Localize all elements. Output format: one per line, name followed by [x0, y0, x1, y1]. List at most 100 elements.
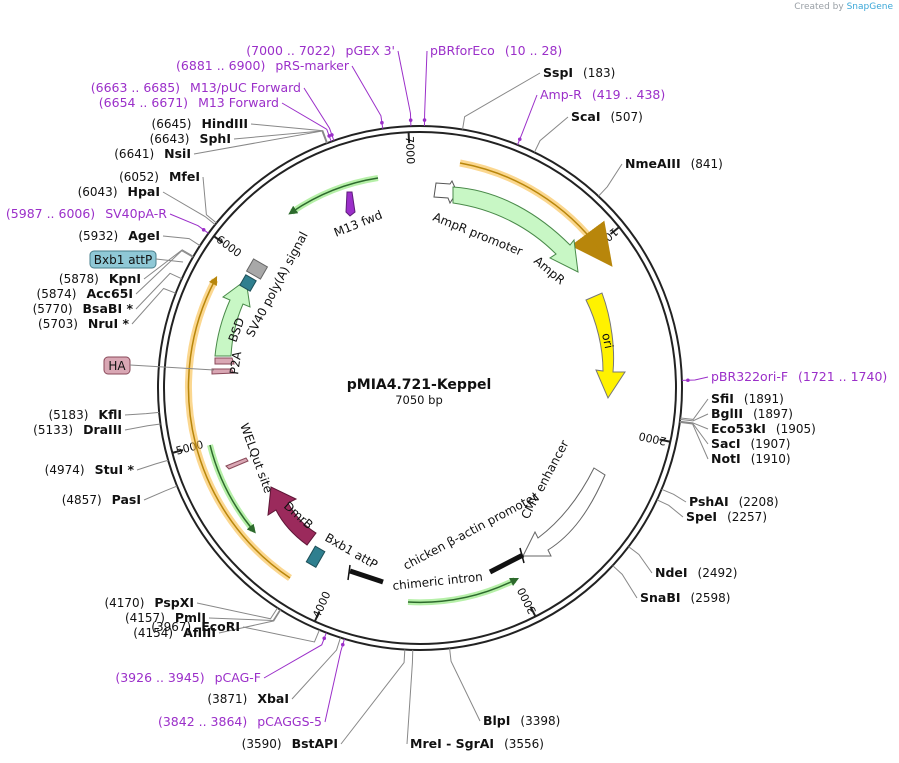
restriction-site-label[interactable]: SpeI(2257) — [686, 509, 767, 524]
leader-line — [291, 637, 341, 700]
primer-label[interactable]: (3842 .. 3864)pCAGGS-5 — [158, 714, 322, 729]
restriction-site-label[interactable]: (6641)NsiI — [114, 146, 191, 161]
primer-label[interactable]: (3926 .. 3945)pCAG-F — [115, 670, 261, 685]
leader-line — [131, 287, 176, 325]
restriction-site-label[interactable]: NdeI(2492) — [655, 565, 737, 580]
primer-label[interactable]: pBRforEco(10 .. 28) — [430, 43, 562, 58]
label-bxb1-attp-inner: Bxb1 attP — [323, 530, 381, 571]
restriction-site-label[interactable]: (5770)BsaBI * — [33, 301, 134, 316]
restriction-site-label[interactable]: (6643)SphI — [150, 131, 231, 146]
label-ori: ori — [599, 332, 616, 350]
leader-line — [162, 191, 216, 226]
leader-line — [462, 72, 541, 130]
feature-ori-arrow — [585, 292, 626, 400]
leader-line — [680, 398, 709, 420]
leader-line — [449, 648, 481, 722]
restriction-site-label[interactable]: MreI - SgrAI(3556) — [410, 736, 544, 751]
restriction-site-label[interactable]: (5874)Acc65I — [37, 286, 133, 301]
restriction-site-label[interactable]: ScaI(507) — [571, 109, 643, 124]
restriction-site-label[interactable]: (6043)HpaI — [78, 184, 160, 199]
leader-line — [533, 116, 569, 153]
tick-mark — [529, 606, 537, 617]
restriction-site-label[interactable]: (5703)NruI * — [38, 316, 129, 331]
restriction-site-label[interactable]: SnaBI(2598) — [640, 590, 730, 605]
restriction-site-label[interactable]: (3871)XbaI — [207, 691, 289, 706]
restriction-site-label[interactable]: (3967)EcoRI — [151, 619, 240, 634]
feature-promoter-cap — [519, 547, 525, 564]
leader-ha — [129, 364, 215, 371]
boxed-feature-ha: HA — [103, 356, 131, 375]
orf-arc-dmrb-bsd-line — [187, 276, 291, 579]
leader-line — [202, 176, 217, 224]
feature-intron-cap — [347, 564, 351, 581]
primer-label[interactable]: (7000 .. 7022)pGEX 3' — [246, 43, 395, 58]
primer-label[interactable]: pBR322ori-F(1721 .. 1740) — [711, 369, 887, 384]
leader-line — [196, 602, 278, 620]
primer-label[interactable]: (6654 .. 6671)M13 Forward — [99, 95, 279, 110]
leader-line — [303, 87, 335, 141]
label-chimeric-intron: chimeric intron — [392, 570, 484, 593]
primer-label[interactable]: (6663 .. 6685)M13/pUC Forward — [91, 80, 301, 95]
tick-label: 6000 — [214, 233, 244, 260]
plasmid-length: 7050 bp — [395, 393, 443, 407]
restriction-site-label[interactable]: (5183)KflI — [48, 407, 122, 422]
plasmid-name: pMIA4.721-Keppel — [347, 377, 492, 393]
primer-mark — [201, 227, 206, 232]
primer-label[interactable]: (6881 .. 6900)pRS-marker — [176, 58, 350, 73]
backbone-outer-ring — [157, 125, 683, 651]
restriction-site-label[interactable]: (4154)AflIII — [133, 625, 216, 640]
leader-lines — [124, 50, 709, 745]
restriction-site-label[interactable]: (4857)PasI — [62, 492, 141, 507]
restriction-site-label[interactable]: (6645)HindIII — [152, 116, 248, 131]
restriction-site-label[interactable]: SacI(1907) — [711, 436, 790, 451]
restriction-site-label[interactable]: (5878)KpnI — [59, 271, 141, 286]
primer-mark — [330, 133, 334, 137]
orf-arc-m13 — [290, 175, 379, 215]
leader-line — [679, 421, 709, 445]
leader-line — [656, 499, 684, 518]
boxed-feature-bxb1-attp: Bxb1 attP — [89, 250, 157, 269]
feature-m13-fwd — [345, 191, 356, 217]
feature-bsd-arrow — [214, 279, 251, 357]
feature-welqut-site — [225, 457, 249, 470]
leader-line — [143, 485, 178, 501]
restriction-site-label[interactable]: (5932)AgeI — [78, 228, 160, 243]
restriction-site-label[interactable]: SfiI(1891) — [711, 391, 784, 406]
brand-credit: Created by SnapGene — [794, 2, 893, 12]
restriction-site-label[interactable]: BlpI(3398) — [483, 713, 560, 728]
restriction-site-label[interactable]: NmeAIII(841) — [625, 156, 723, 171]
restriction-site-label[interactable]: (6052)MfeI — [119, 169, 200, 184]
orf-arc-m13-line — [288, 177, 379, 215]
leader-line — [218, 609, 282, 634]
feature-ampr-arrow — [452, 186, 579, 273]
backbone-inner-ring — [163, 131, 677, 645]
feature-p2a-upper — [214, 357, 235, 365]
restriction-site-label[interactable]: SspI(183) — [543, 65, 615, 80]
restriction-site-label[interactable]: NotI(1910) — [711, 451, 791, 466]
primer-mark — [686, 378, 690, 383]
restriction-site-label[interactable]: PshAI(2208) — [689, 494, 779, 509]
restriction-site-label[interactable]: (4157)PmlI — [125, 610, 206, 625]
label-welqut-site: WELQut site — [237, 421, 275, 495]
tick-label: 4000 — [310, 589, 333, 620]
leader-line — [242, 626, 320, 643]
leader-line — [679, 421, 709, 460]
orf-arc-intron-line — [407, 577, 520, 604]
restriction-site-label[interactable]: (5133)DraIII — [33, 422, 122, 437]
boxed-label-ha: HA — [108, 359, 126, 373]
primer-label[interactable]: Amp-R(419 .. 438) — [540, 87, 665, 102]
restriction-site-label[interactable]: BglII(1897) — [711, 406, 793, 421]
leader-line — [680, 413, 709, 422]
restriction-site-label[interactable]: (4974)StuI * — [45, 462, 135, 477]
leader-line — [598, 163, 623, 197]
leader-line — [423, 50, 428, 127]
feature-sv40-grey — [245, 258, 269, 280]
primer-label[interactable]: (5987 .. 6006)SV40pA-R — [6, 206, 167, 221]
restriction-site-label[interactable]: Eco53kI(1905) — [711, 421, 816, 436]
restriction-site-label[interactable]: (3590)BstAPI — [242, 736, 338, 751]
tick-label: 3000 — [515, 585, 539, 616]
tick-label: 2000 — [638, 429, 668, 448]
restriction-site-label[interactable]: (4170)PspXI — [104, 595, 194, 610]
leader-line — [135, 272, 183, 310]
